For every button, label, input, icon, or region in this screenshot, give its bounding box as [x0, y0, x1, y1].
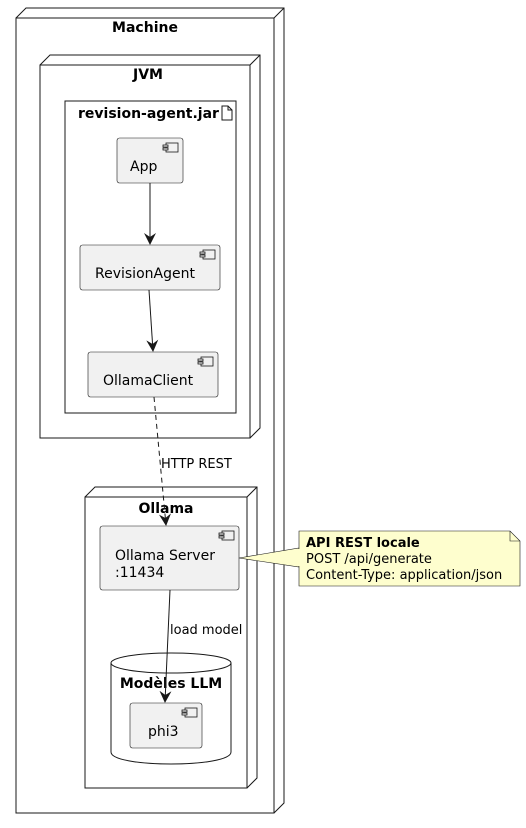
- phi3-label: phi3: [148, 724, 179, 740]
- component-app: App: [116, 137, 184, 184]
- jar-title: revision-agent.jar: [78, 106, 219, 122]
- component-icon: [218, 530, 235, 541]
- component-icon: [162, 142, 179, 153]
- component-ollama-server: Ollama Server :11434: [99, 525, 240, 591]
- component-icon: [181, 707, 198, 718]
- machine-title: Machine: [112, 20, 178, 36]
- edge-load-model: [159, 589, 172, 703]
- edge-label-load-model: load model: [170, 623, 242, 638]
- edge-http-rest: [153, 396, 171, 526]
- ollama-server-label: Ollama Server: [115, 548, 215, 564]
- jvm-title: JVM: [132, 67, 163, 83]
- component-icon: [199, 249, 216, 260]
- models-title: Modèles LLM: [120, 676, 222, 692]
- app-label: App: [130, 159, 157, 175]
- component-phi3: phi3: [129, 702, 203, 749]
- component-icon: [197, 356, 214, 367]
- note-line-1: POST /api/generate: [306, 552, 432, 567]
- ollama-client-label: OllamaClient: [103, 373, 194, 389]
- edge-revision-agent-to-ollama-client: [146, 289, 159, 352]
- revision-agent-label: RevisionAgent: [95, 266, 195, 282]
- ollama-server-port: :11434: [115, 565, 164, 581]
- artifact-icon: [220, 105, 233, 121]
- component-revision-agent: RevisionAgent: [79, 244, 221, 291]
- component-ollama-client: OllamaClient: [87, 351, 219, 398]
- note-title: API REST locale: [306, 536, 420, 551]
- ollama-title: Ollama: [139, 501, 194, 517]
- note-api-rest: API REST locale POST /api/generate Conte…: [298, 530, 521, 587]
- note-line-2: Content-Type: application/json: [306, 568, 502, 583]
- edge-label-http-rest: HTTP REST: [161, 457, 232, 472]
